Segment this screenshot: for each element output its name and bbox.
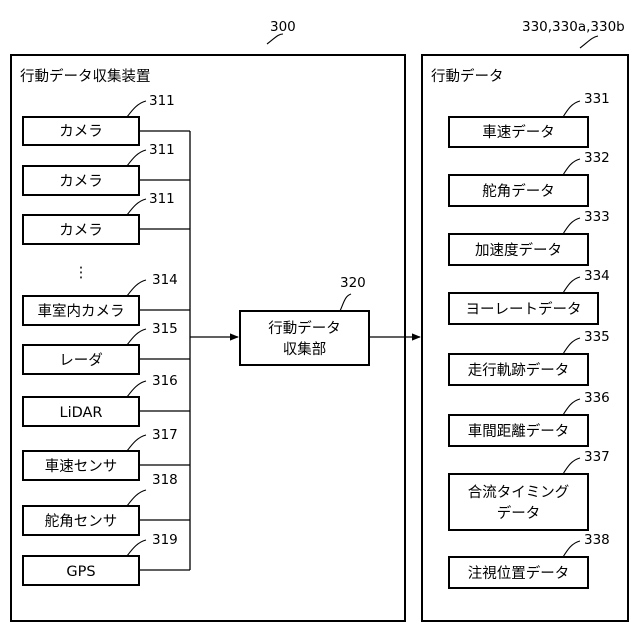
data-item-ref: 333 <box>584 209 610 225</box>
ref-label-300: 300 <box>270 19 296 35</box>
data-item-ref: 335 <box>584 329 610 345</box>
sensor-label: 車室内カメラ <box>38 303 125 320</box>
data-item-ref: 334 <box>584 268 610 284</box>
data-item-ref: 331 <box>584 91 610 107</box>
sensor-ref: 311 <box>149 93 175 109</box>
collector-unit-label-line2: 収集部 <box>283 341 327 358</box>
data-item-ref: 336 <box>584 390 610 406</box>
ref-leader-330 <box>580 36 598 48</box>
ref-leader-300 <box>267 34 283 44</box>
data-item-label-line2: データ <box>497 504 541 522</box>
sensor-label: レーダ <box>59 352 103 369</box>
data-item-ref: 332 <box>584 150 610 166</box>
data-item-label: 注視位置データ <box>468 564 570 582</box>
sensor-ref: 317 <box>152 427 178 443</box>
data-item-label: 加速度データ <box>475 241 562 259</box>
collector-device-title: 行動データ収集装置 <box>20 67 151 85</box>
sensor-label: GPS <box>66 564 95 580</box>
data-item-label-line1: 合流タイミング <box>468 484 570 501</box>
sensor-ref: 314 <box>152 272 178 288</box>
data-item-label: 舵角データ <box>482 182 555 200</box>
behavior-data-title: 行動データ <box>431 67 504 85</box>
sensor-ref: 315 <box>152 321 178 337</box>
data-item-label: ヨーレートデータ <box>466 300 582 318</box>
sensor-label: 舵角センサ <box>45 513 118 530</box>
data-item-ref: 338 <box>584 532 610 548</box>
sensor-ref: 311 <box>149 191 175 207</box>
sensor-ref: 316 <box>152 373 178 389</box>
sensor-label: カメラ <box>59 223 103 239</box>
sensor-label: 車速センサ <box>45 458 118 475</box>
data-item-label: 走行軌跡データ <box>468 361 570 379</box>
data-item-label: 車速データ <box>482 123 555 141</box>
ref-label-330: 330,330a,330b <box>522 19 625 35</box>
sensor-label: LiDAR <box>59 405 102 421</box>
sensor-ref: 311 <box>149 142 175 158</box>
sensor-label: カメラ <box>59 124 103 140</box>
data-item-ref: 337 <box>584 449 610 465</box>
data-item-label: 車間距離データ <box>468 422 570 440</box>
collector-unit-label-line1: 行動データ <box>268 319 341 337</box>
sensor-ref: 318 <box>152 472 178 488</box>
sensor-label: カメラ <box>59 174 103 190</box>
sensor-ellipsis: ⋮ <box>74 265 89 281</box>
sensor-ref: 319 <box>152 532 178 548</box>
collector-unit-ref: 320 <box>340 275 366 291</box>
